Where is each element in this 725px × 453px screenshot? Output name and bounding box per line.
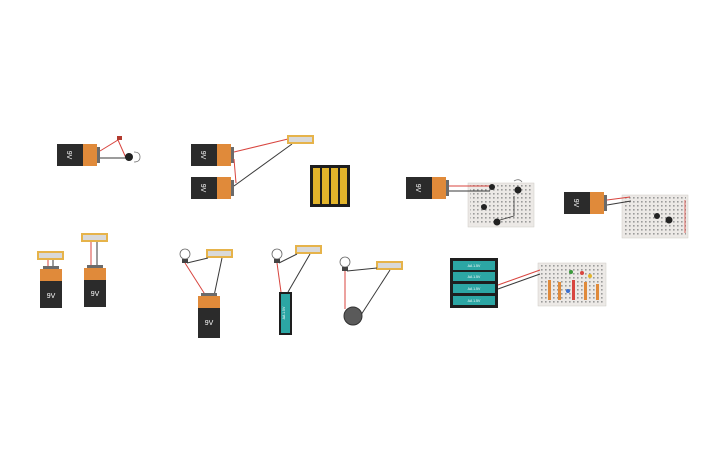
circuit-1[interactable]: 9V bbox=[57, 136, 141, 166]
battery-label: 9V bbox=[47, 293, 56, 300]
multimeter[interactable] bbox=[81, 233, 108, 242]
battery-9v-upright[interactable]: 9V bbox=[198, 293, 220, 338]
aa-battery-pack-4[interactable]: AA 1.5V AA 1.5V AA 1.5V AA 1.5V bbox=[450, 258, 498, 308]
battery-label: 9V bbox=[572, 199, 579, 208]
aa-label: AA 1.5V bbox=[468, 275, 481, 279]
coin-cell[interactable] bbox=[343, 306, 363, 326]
light-bulb[interactable] bbox=[179, 248, 191, 263]
wire-jumper[interactable] bbox=[513, 179, 523, 183]
battery-label: 9V bbox=[205, 320, 214, 327]
battery-label: 9V bbox=[199, 151, 206, 160]
wire-black[interactable] bbox=[497, 273, 541, 290]
led[interactable] bbox=[125, 151, 141, 163]
wire-black[interactable] bbox=[287, 253, 311, 293]
multimeter[interactable] bbox=[287, 135, 314, 144]
resistor[interactable] bbox=[572, 280, 575, 300]
led-green[interactable] bbox=[569, 270, 573, 274]
aa-label: AA 1.5V bbox=[468, 299, 481, 303]
battery-9v-bottom[interactable]: 9V bbox=[191, 177, 234, 199]
wire-black[interactable] bbox=[606, 200, 632, 206]
resistor[interactable] bbox=[558, 282, 561, 300]
battery-label: 9V bbox=[199, 184, 206, 193]
wire-link[interactable] bbox=[233, 158, 237, 184]
battery-9v-upright[interactable]: 9V bbox=[84, 265, 106, 307]
battery-9v[interactable]: 9V bbox=[57, 144, 100, 166]
wire-red[interactable] bbox=[276, 262, 282, 293]
resistor[interactable] bbox=[117, 136, 122, 140]
circuit-9[interactable]: AA 1.5V AA 1.5V AA 1.5V AA 1.5V bbox=[450, 258, 607, 308]
circuit-8[interactable] bbox=[339, 256, 403, 326]
circuit-2[interactable]: 9V 9V bbox=[191, 135, 350, 207]
wire-black[interactable] bbox=[233, 143, 293, 187]
breadboard[interactable] bbox=[467, 182, 535, 228]
circuit-4[interactable]: 9V bbox=[564, 192, 689, 239]
transistor[interactable] bbox=[654, 213, 660, 219]
aa-label: AA 1.5V bbox=[282, 306, 286, 319]
wire-black[interactable] bbox=[186, 257, 209, 264]
battery-9v-top[interactable]: 9V bbox=[191, 144, 234, 166]
breadboard[interactable] bbox=[621, 194, 689, 239]
multimeter[interactable] bbox=[206, 249, 233, 258]
multimeter[interactable] bbox=[37, 251, 64, 260]
aa-battery[interactable]: AA 1.5V bbox=[279, 292, 292, 335]
wire-jumper[interactable] bbox=[499, 196, 515, 221]
battery-9v[interactable]: 9V bbox=[564, 192, 607, 214]
circuit-5b[interactable]: 9V bbox=[81, 233, 108, 307]
circuit-7[interactable]: AA 1.5V bbox=[271, 245, 322, 335]
wire-red[interactable] bbox=[99, 139, 127, 159]
resistor[interactable] bbox=[584, 282, 587, 300]
wire-black[interactable] bbox=[213, 257, 223, 297]
led-yellow[interactable] bbox=[588, 274, 592, 278]
transistor[interactable] bbox=[481, 204, 487, 210]
battery-9v[interactable]: 9V bbox=[406, 177, 449, 199]
aa-battery-pack-4[interactable] bbox=[310, 165, 350, 207]
transistor[interactable] bbox=[489, 184, 495, 190]
wire-red[interactable] bbox=[184, 262, 207, 297]
battery-label: 9V bbox=[65, 151, 72, 160]
aa-label: AA 1.5V bbox=[468, 264, 481, 268]
circuit-6[interactable]: 9V bbox=[179, 248, 233, 338]
circuit-5a[interactable]: 9V bbox=[37, 251, 64, 308]
resistor[interactable] bbox=[548, 280, 551, 300]
wire-red[interactable] bbox=[606, 196, 631, 201]
buzzer[interactable] bbox=[665, 216, 673, 224]
wire-black[interactable] bbox=[346, 267, 378, 272]
battery-label: 9V bbox=[414, 184, 421, 193]
light-bulb[interactable] bbox=[271, 248, 283, 263]
aa-label: AA 1.5V bbox=[468, 287, 481, 291]
buzzer[interactable] bbox=[493, 218, 501, 226]
light-bulb[interactable] bbox=[339, 256, 351, 271]
multimeter[interactable] bbox=[295, 245, 322, 254]
led-red[interactable] bbox=[580, 271, 584, 275]
resistor[interactable] bbox=[596, 284, 599, 300]
wire-red[interactable] bbox=[497, 269, 541, 286]
wire-red[interactable] bbox=[233, 138, 289, 153]
led-blue[interactable] bbox=[566, 289, 570, 293]
multimeter[interactable] bbox=[376, 261, 403, 270]
circuit-3[interactable]: 9V bbox=[406, 177, 535, 228]
transistor[interactable] bbox=[514, 186, 522, 194]
battery-label: 9V bbox=[91, 291, 100, 298]
wire-black[interactable] bbox=[358, 269, 391, 319]
battery-9v-upright[interactable]: 9V bbox=[40, 266, 62, 308]
wire-black[interactable] bbox=[278, 253, 298, 264]
